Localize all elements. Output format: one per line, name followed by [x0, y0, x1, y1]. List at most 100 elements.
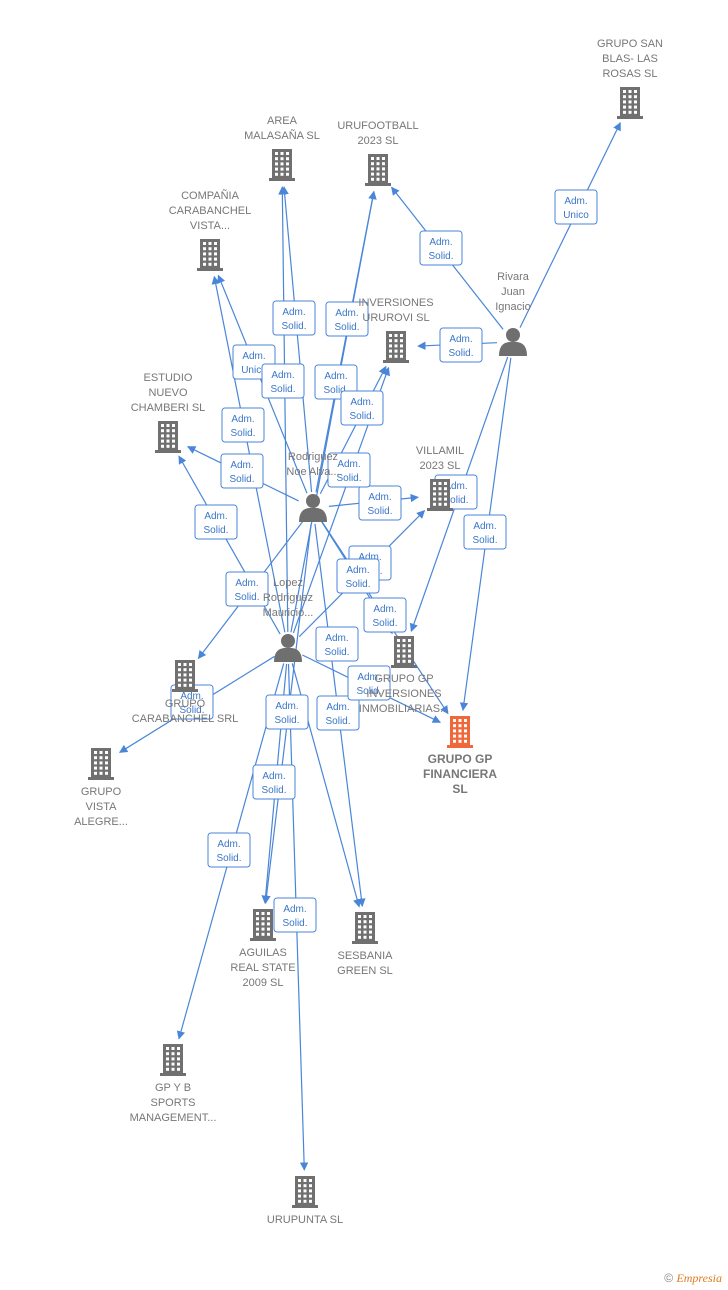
edge-label[interactable]: Adm.Solid. — [315, 626, 359, 662]
edge-label[interactable]: Adm.Solid. — [316, 695, 360, 731]
building-icon[interactable] — [160, 1044, 186, 1076]
building-icon[interactable] — [365, 154, 391, 186]
node-label: URUROVI SL — [362, 312, 429, 324]
node-compania_carabanchel[interactable]: COMPAÑIACARABANCHELVISTA... — [169, 189, 252, 271]
edge-label[interactable]: Adm.Solid. — [439, 327, 483, 363]
building-icon[interactable] — [155, 421, 181, 453]
edge-label[interactable]: Adm.Solid. — [225, 571, 269, 607]
edge-label-box[interactable] — [261, 363, 305, 399]
edge-label-box[interactable] — [272, 300, 316, 336]
edge-label-box[interactable] — [325, 301, 369, 337]
node-grupo_vista[interactable]: GRUPOVISTAALEGRE... — [74, 748, 128, 828]
building-icon[interactable] — [617, 87, 643, 119]
edge-label[interactable]: Adm.Solid. — [221, 407, 265, 443]
person-icon[interactable] — [299, 494, 327, 522]
node-label: VISTA — [86, 801, 118, 813]
edge-label-text: Solid. — [203, 525, 228, 536]
building-icon[interactable] — [391, 636, 417, 668]
edge-label-box[interactable] — [316, 695, 360, 731]
edge-label-text: Solid. — [274, 715, 299, 726]
edge-label[interactable]: Adm.Solid. — [327, 452, 371, 488]
edge-label-text: Solid. — [356, 686, 381, 697]
building-icon[interactable] — [197, 239, 223, 271]
edge-label[interactable]: Adm.Solid. — [336, 558, 380, 594]
edge-label-box[interactable] — [463, 514, 507, 550]
building-icon[interactable] — [352, 912, 378, 944]
edge-label-box[interactable] — [340, 390, 384, 426]
building-icon[interactable] — [427, 479, 453, 511]
node-label: 2023 SL — [358, 135, 399, 147]
brand-logo[interactable]: Empresia — [676, 1271, 722, 1285]
edge-label[interactable]: Adm.Solid. — [220, 453, 264, 489]
node-gpyb[interactable]: GP Y BSPORTSMANAGEMENT... — [130, 1044, 217, 1124]
edge-label-box[interactable] — [315, 626, 359, 662]
edge-label[interactable]: Adm.Solid. — [261, 363, 305, 399]
edge-label-box[interactable] — [336, 558, 380, 594]
building-icon[interactable] — [447, 716, 473, 748]
edge-label-box[interactable] — [220, 453, 264, 489]
edge-label[interactable]: Adm.Solid. — [347, 665, 391, 701]
building-icon[interactable] — [88, 748, 114, 780]
edge-label[interactable]: Adm.Solid. — [194, 504, 238, 540]
building-icon[interactable] — [172, 660, 198, 692]
person-icon[interactable] — [274, 634, 302, 662]
edge-label-text: Solid. — [179, 705, 204, 716]
edge-label[interactable]: Adm.Solid. — [358, 485, 402, 521]
edge-label-box[interactable] — [265, 694, 309, 730]
edge-label-text: Solid. — [472, 535, 497, 546]
edge-label-box[interactable] — [273, 897, 317, 933]
edge-label[interactable]: Adm.Unico — [554, 189, 598, 225]
building-icon[interactable] — [250, 909, 276, 941]
edge-label-box[interactable] — [554, 189, 598, 225]
edge-label-box[interactable] — [358, 485, 402, 521]
edge-label-box[interactable] — [363, 597, 407, 633]
edge-label[interactable]: Adm.Solid. — [325, 301, 369, 337]
edge-label[interactable]: Adm.Solid. — [463, 514, 507, 550]
edge-label-text: Adm. — [444, 481, 467, 492]
node-grupo_gp_inv[interactable]: GRUPO GPINVERSIONESINMOBILIARIAS... — [359, 636, 449, 715]
node-urufootball[interactable]: URUFOOTBALL 2023 SL — [337, 120, 419, 186]
edge-label[interactable]: Adm.Solid. — [363, 597, 407, 633]
edge-label[interactable]: Adm.Solid. — [272, 300, 316, 336]
edge-label-box[interactable] — [221, 407, 265, 443]
edge-label-text: Solid. — [282, 918, 307, 929]
person-icon[interactable] — [499, 328, 527, 356]
edge-label[interactable]: Adm.Solid. — [207, 832, 251, 868]
edge-rivara-to-grupo_san_blas — [519, 122, 621, 328]
edge-label-text: Solid. — [345, 579, 370, 590]
edge-label-box[interactable] — [252, 764, 296, 800]
node-lopez[interactable]: LopezRodriguezMauricio... — [263, 577, 314, 662]
building-icon[interactable] — [292, 1176, 318, 1208]
edge-label-box[interactable] — [194, 504, 238, 540]
edge-label-box[interactable] — [419, 230, 463, 266]
node-label: URUFOOTBALL — [337, 120, 418, 132]
edge-label[interactable]: Adm.Solid. — [340, 390, 384, 426]
edge-label-box[interactable] — [347, 665, 391, 701]
edge-label[interactable]: Adm.Solid. — [252, 764, 296, 800]
edge-label-box[interactable] — [225, 571, 269, 607]
edge-label-text: Solid. — [428, 251, 453, 262]
building-icon[interactable] — [383, 331, 409, 363]
building-icon[interactable] — [269, 149, 295, 181]
node-urupunta[interactable]: URUPUNTA SL — [267, 1176, 343, 1226]
node-label: GRUPO GP — [428, 752, 493, 766]
edge-label[interactable]: Adm.Solid. — [273, 897, 317, 933]
edge-label-box[interactable] — [439, 327, 483, 363]
edge-label-box[interactable] — [327, 452, 371, 488]
edge-label[interactable]: Adm.Solid. — [265, 694, 309, 730]
edge-label[interactable]: Adm.Solid. — [170, 684, 214, 720]
edge-label-box[interactable] — [207, 832, 251, 868]
edge-label[interactable]: Adm.Solid. — [419, 230, 463, 266]
edge-label-text: Adm. — [271, 370, 294, 381]
